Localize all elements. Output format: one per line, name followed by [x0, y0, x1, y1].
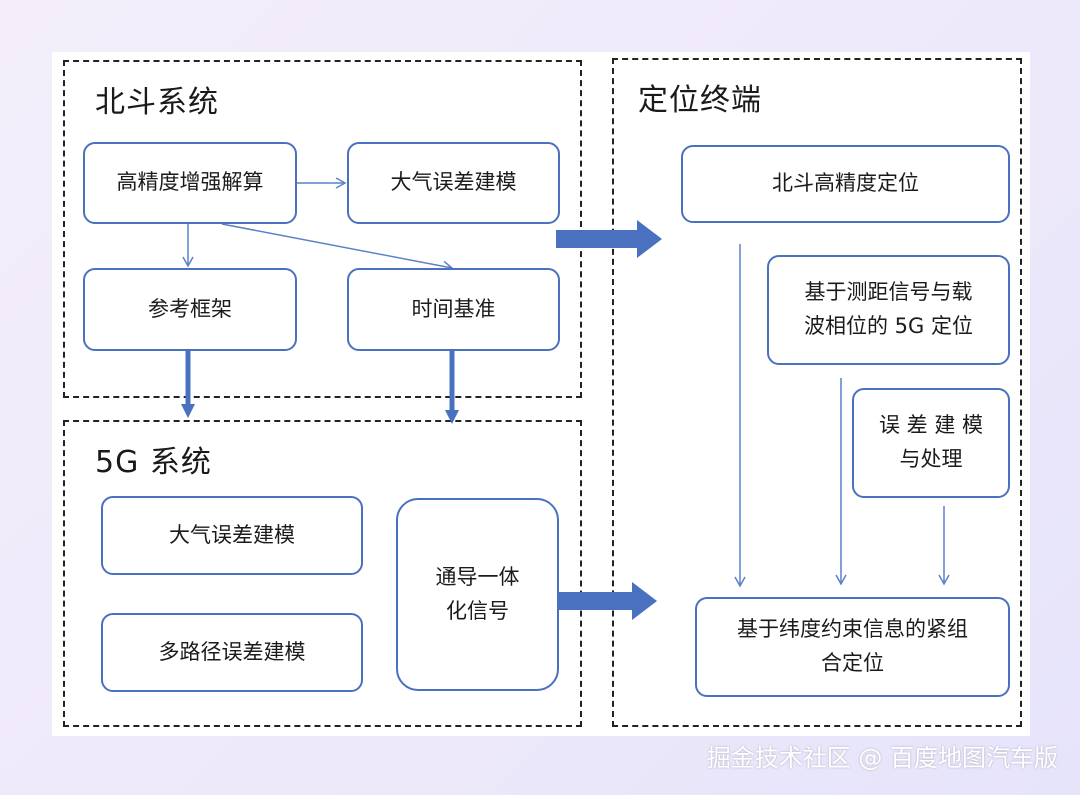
- node-label: 参考框架: [148, 296, 232, 321]
- node-label: 多路径误差建模: [158, 639, 306, 664]
- positioning-terminal-group: [612, 58, 1022, 727]
- node-atmos-error-beidou: 大气误差建模: [347, 142, 560, 224]
- node-label-line1: 通导一体: [435, 564, 520, 589]
- node-beidou-precise-positioning: 北斗高精度定位: [681, 145, 1010, 223]
- node-time-reference: 时间基准: [347, 268, 560, 351]
- node-reference-frame: 参考框架: [83, 268, 297, 351]
- node-label-line1: 基于测距信号与载: [804, 280, 973, 305]
- beidou-system-title: 北斗系统: [95, 85, 219, 120]
- node-label-line1: 基于纬度约束信息的紧组: [737, 617, 968, 642]
- node-tight-coupling-positioning: 基于纬度约束信息的紧组 合定位: [695, 597, 1010, 697]
- node-ranging-5g-positioning: 基于测距信号与载 波相位的 5G 定位: [767, 255, 1010, 365]
- node-label: 大气误差建模: [390, 170, 517, 195]
- fiveg-system-title: 5G 系统: [95, 445, 212, 480]
- positioning-terminal-title: 定位终端: [638, 83, 762, 118]
- node-label: 大气误差建模: [169, 522, 295, 547]
- node-label-line2: 波相位的 5G 定位: [804, 314, 973, 338]
- watermark-text: 掘金技术社区 @ 百度地图汽车版: [706, 744, 1058, 772]
- node-label: 北斗高精度定位: [772, 171, 919, 196]
- node-label: 时间基准: [411, 296, 496, 321]
- node-label-line2: 与处理: [899, 447, 963, 471]
- node-high-precision-enhance: 高精度增强解算: [83, 142, 297, 224]
- node-atmos-error-5g: 大气误差建模: [101, 496, 363, 575]
- fiveg-system-group: [63, 420, 582, 727]
- node-label: 高精度增强解算: [116, 170, 264, 195]
- node-multipath-error: 多路径误差建模: [101, 613, 363, 692]
- node-label-line2: 合定位: [821, 651, 884, 675]
- node-error-modeling-processing: 误 差 建 模 与处理: [852, 388, 1010, 498]
- node-label-line2: 化信号: [446, 598, 509, 623]
- node-comm-nav-signal: 通导一体 化信号: [396, 498, 559, 691]
- node-label-line1: 误 差 建 模: [878, 413, 984, 438]
